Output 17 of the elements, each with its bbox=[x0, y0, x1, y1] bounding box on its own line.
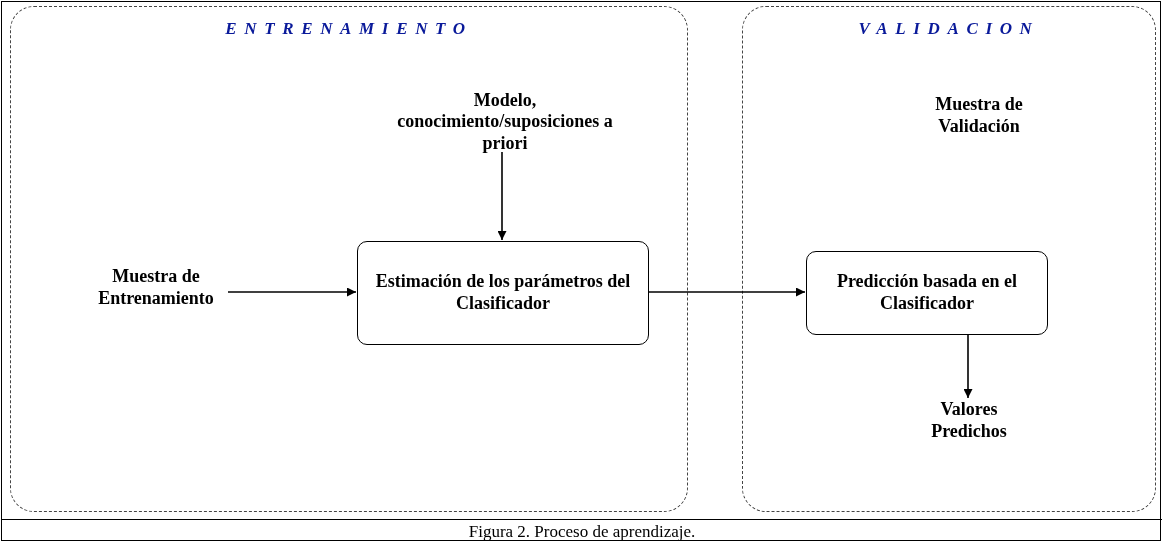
arrow bbox=[497, 151, 507, 241]
dashed-group-frame bbox=[10, 6, 688, 512]
box-text: Predicción basada en el Clasificador bbox=[835, 271, 1019, 315]
group-title: VALIDACION bbox=[858, 19, 1040, 40]
process-box bbox=[357, 241, 649, 345]
text-label: Valores Predichos bbox=[929, 399, 1009, 443]
group-title: ENTRENAMIENTO bbox=[225, 19, 473, 40]
text-label: Muestra de Entrenamiento bbox=[83, 267, 229, 309]
figure-caption: Figura 2. Proceso de aprendizaje. bbox=[467, 522, 697, 542]
arrow bbox=[647, 287, 806, 297]
arrow bbox=[963, 333, 973, 399]
arrow bbox=[227, 287, 357, 297]
text-label: Muestra de Validación bbox=[919, 94, 1039, 138]
process-box bbox=[806, 251, 1048, 335]
text-label: Modelo, conocimiento/suposiciones a priori bbox=[394, 91, 616, 153]
dashed-group-frame bbox=[742, 6, 1156, 512]
box-text: Estimación de los parámetros del Clasificador bbox=[374, 271, 632, 315]
